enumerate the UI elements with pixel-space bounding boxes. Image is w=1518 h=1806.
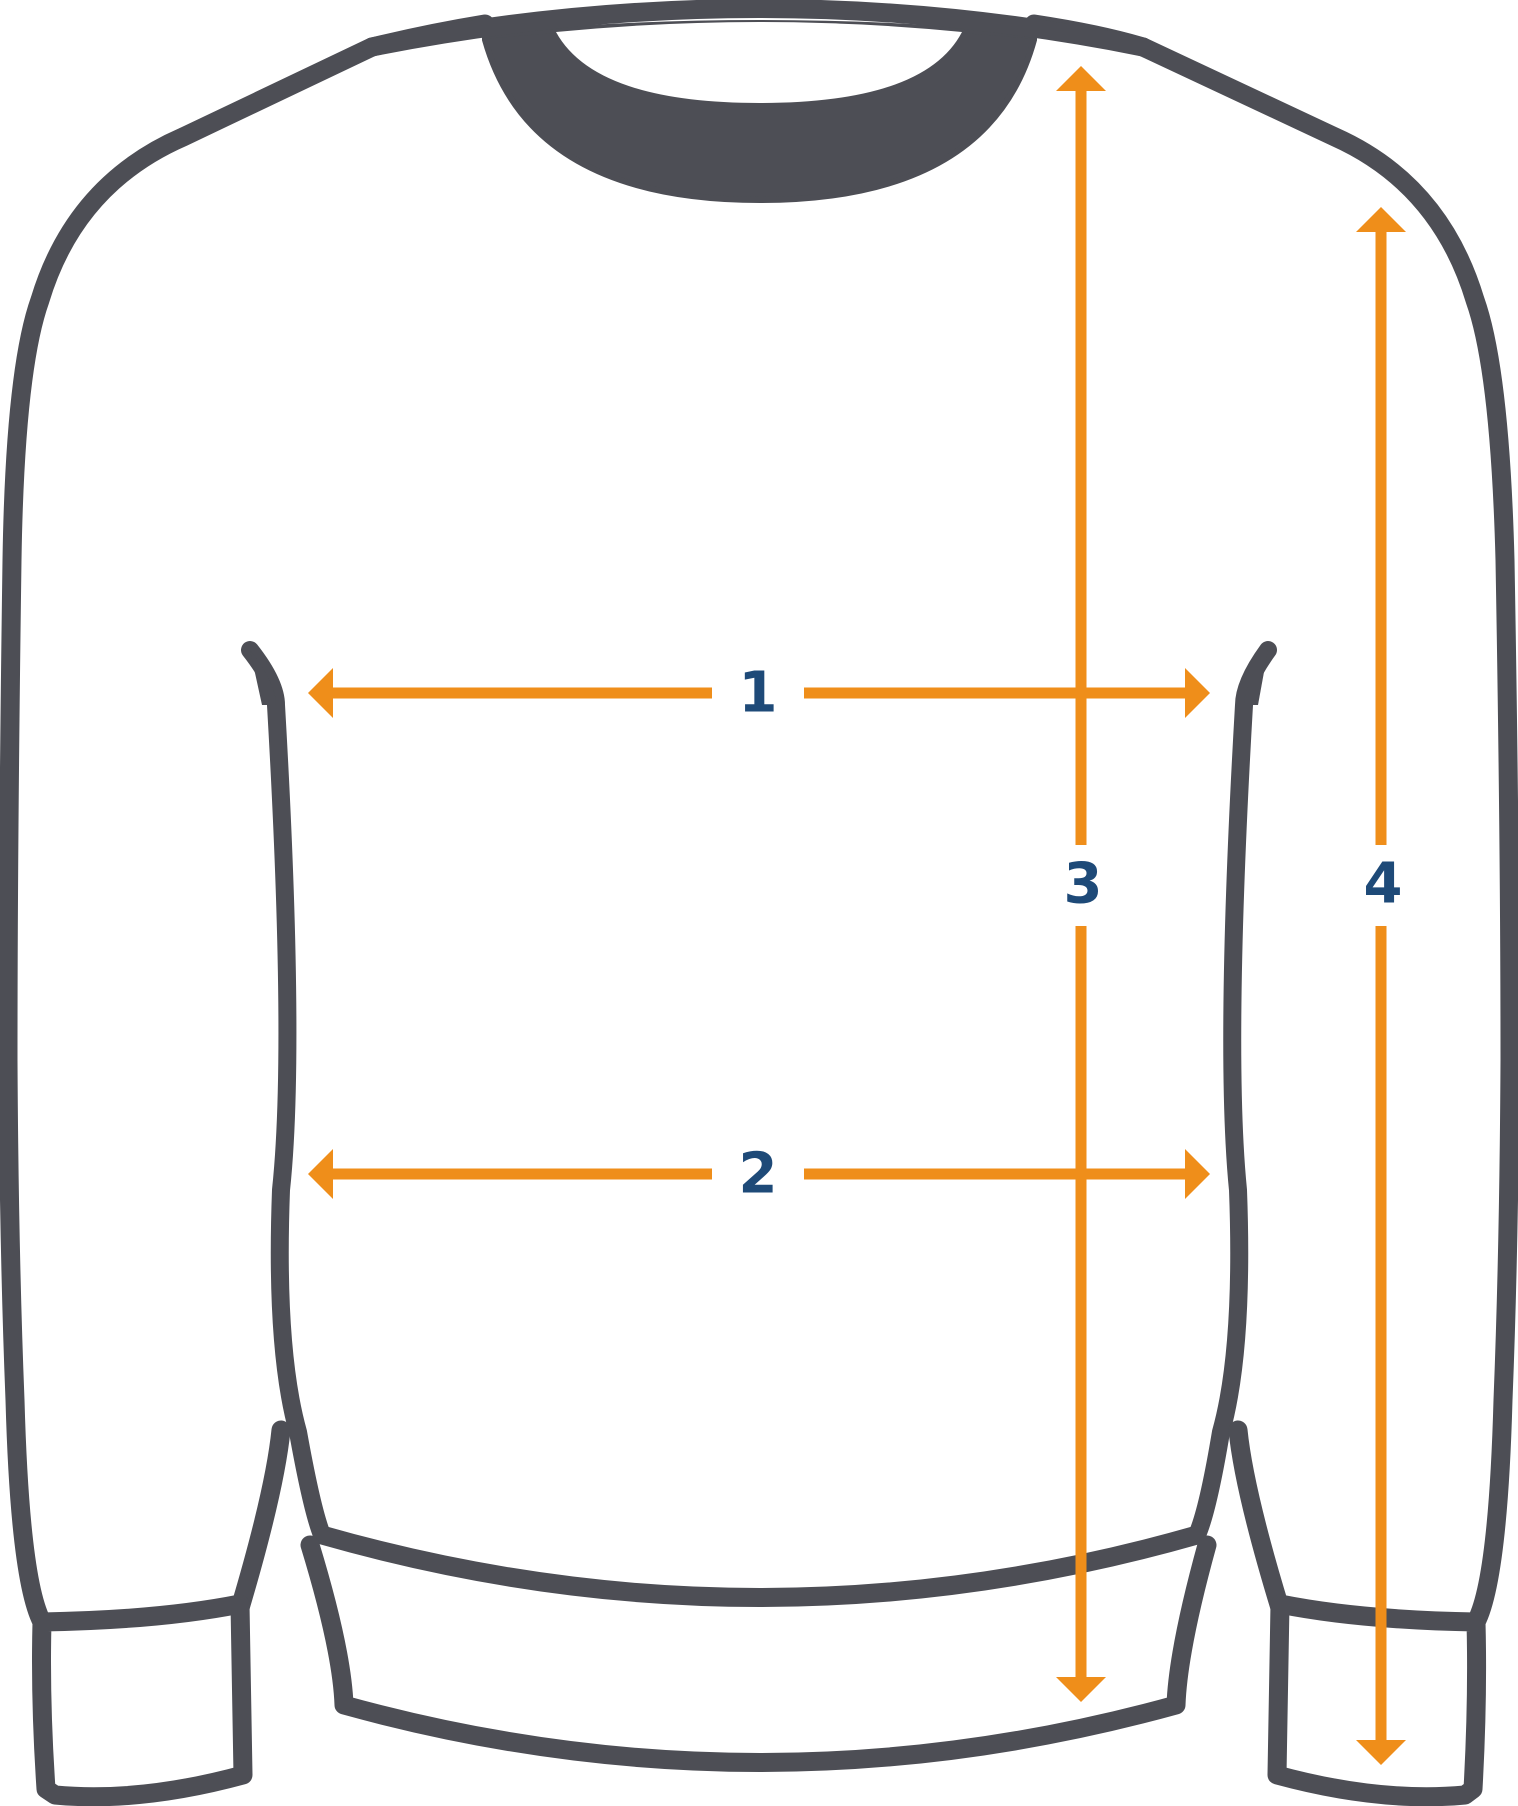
right-sleeve-inner bbox=[1228, 1420, 1290, 1618]
shoulder-line bbox=[362, 0, 1153, 57]
measurement-2-waist: 2 bbox=[308, 1142, 1210, 1207]
measurement-3-arrow-top bbox=[1056, 66, 1106, 91]
measurement-2-arrow-right bbox=[1185, 1149, 1210, 1199]
measurement-4-arrow-bottom bbox=[1356, 1740, 1406, 1765]
measurement-3-body-length: 3 bbox=[1056, 66, 1106, 1702]
left-sleeve-outer bbox=[0, 14, 495, 1632]
measurement-1-arrow-left bbox=[308, 668, 333, 718]
right-cuff bbox=[1267, 1594, 1487, 1806]
measurement-3-arrow-bottom bbox=[1056, 1677, 1106, 1702]
waistband bbox=[300, 1535, 1217, 1772]
measurement-2-arrow-left bbox=[308, 1149, 333, 1199]
measurement-1-chest: 1 bbox=[308, 661, 1210, 726]
measurement-1-label: 1 bbox=[739, 661, 778, 726]
neck-opening bbox=[556, 22, 962, 103]
right-side-seam bbox=[1188, 641, 1277, 1544]
right-sleeve-outer bbox=[1024, 14, 1518, 1632]
measurement-4-arrow-top bbox=[1356, 207, 1406, 232]
measurement-4-sleeve-length: 4 bbox=[1356, 207, 1406, 1765]
left-side-seam bbox=[241, 641, 331, 1544]
waistband-seam bbox=[312, 1525, 1207, 1607]
measurement-3-label: 3 bbox=[1064, 852, 1103, 917]
right-side-seam-tip bbox=[1244, 650, 1268, 705]
measurement-1-arrow-right bbox=[1185, 668, 1210, 718]
measurement-lines: 1 2 3 4 bbox=[308, 66, 1406, 1765]
left-sleeve-inner bbox=[230, 1420, 291, 1618]
left-cuff bbox=[32, 1594, 253, 1806]
measurement-4-label: 4 bbox=[1364, 852, 1403, 917]
measurement-2-label: 2 bbox=[739, 1142, 778, 1207]
left-side-seam-tip bbox=[250, 650, 276, 705]
